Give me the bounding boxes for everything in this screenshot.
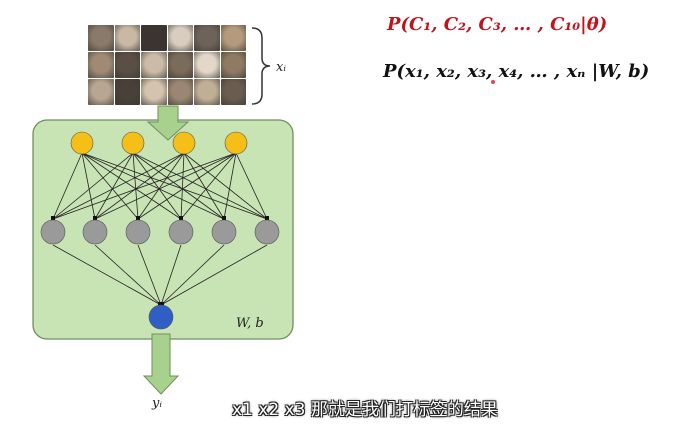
video-subtitle: x1 x2 x3 那就是我们打标签的结果 (232, 400, 498, 420)
cat-thumbnail (114, 25, 140, 51)
input-node (224, 131, 248, 155)
connection-edge (94, 152, 134, 220)
connection-edge (137, 152, 237, 220)
output-node-input-marker (158, 302, 164, 306)
hidden-node-input-marker (265, 216, 269, 220)
cat-thumbnail (194, 52, 220, 78)
hidden-node (168, 219, 194, 245)
output-node (148, 304, 174, 330)
cat-thumbnail (167, 25, 193, 51)
cat-thumbnail (220, 25, 246, 51)
hidden-node (82, 219, 108, 245)
input-label: xᵢ (276, 60, 286, 75)
hidden-node-input-marker (222, 216, 226, 220)
hidden-node-input-marker (136, 216, 140, 220)
connection-edge (94, 152, 237, 220)
connection-edge (160, 244, 182, 306)
connection-edge (235, 152, 268, 220)
hidden-node-input-marker (179, 216, 183, 220)
connection-edge (132, 152, 268, 220)
connection-edge (132, 152, 139, 220)
connection-edge (52, 152, 83, 220)
hidden-node (254, 219, 280, 245)
connection-edge (81, 152, 96, 220)
input-arrow (146, 105, 190, 141)
connection-edge (180, 152, 237, 220)
connection-edge (183, 152, 268, 220)
cat-images-grid (88, 25, 246, 105)
connection-edge (132, 152, 182, 220)
cat-thumbnail (88, 79, 114, 105)
output-arrow (142, 333, 180, 395)
cat-thumbnail (167, 52, 193, 78)
hidden-node (40, 219, 66, 245)
input-node (121, 131, 145, 155)
cat-thumbnail (114, 52, 140, 78)
hidden-node-input-marker (93, 216, 97, 220)
connection-edge (183, 152, 225, 220)
connection-edge (81, 152, 225, 220)
network-nodes (40, 131, 280, 330)
input-brace (251, 27, 271, 105)
cat-thumbnail (220, 79, 246, 105)
connection-edge (132, 152, 225, 220)
connection-edge (52, 244, 162, 306)
connection-edge (81, 152, 182, 220)
connection-edge (137, 152, 185, 220)
connection-edge (52, 152, 134, 220)
hidden-node-input-marker (51, 216, 55, 220)
cat-thumbnail (141, 79, 167, 105)
input-node (172, 131, 196, 155)
connection-edge (180, 152, 185, 220)
params-label: W, b (236, 316, 264, 331)
input-node (70, 131, 94, 155)
connection-edge (94, 152, 185, 220)
network-connections (52, 152, 268, 306)
cat-thumbnail (141, 25, 167, 51)
hidden-node (211, 219, 237, 245)
cat-thumbnail (194, 79, 220, 105)
pointer-dot (491, 80, 495, 84)
sample-likelihood-formula: P(x₁, x₂, x₃, x₄, … , xₙ |W, b) (383, 61, 650, 82)
connection-edge (81, 152, 139, 220)
output-label: yᵢ (152, 396, 162, 411)
connection-edge (94, 244, 162, 306)
connection-edge (223, 152, 237, 220)
cat-thumbnail (88, 52, 114, 78)
cat-thumbnail (114, 79, 140, 105)
connection-edge (52, 152, 237, 220)
cat-thumbnail (167, 79, 193, 105)
cat-thumbnail (88, 25, 114, 51)
cat-thumbnail (220, 52, 246, 78)
connection-edge (160, 244, 225, 306)
class-probability-formula: P(C₁, C₂, C₃, … , C₁₀|θ) (387, 14, 608, 35)
connection-edge (160, 244, 268, 306)
connection-edge (81, 152, 268, 220)
hidden-node (125, 219, 151, 245)
cat-thumbnail (194, 25, 220, 51)
connection-edge (52, 152, 185, 220)
connection-edge (137, 244, 162, 306)
cat-thumbnail (141, 52, 167, 78)
